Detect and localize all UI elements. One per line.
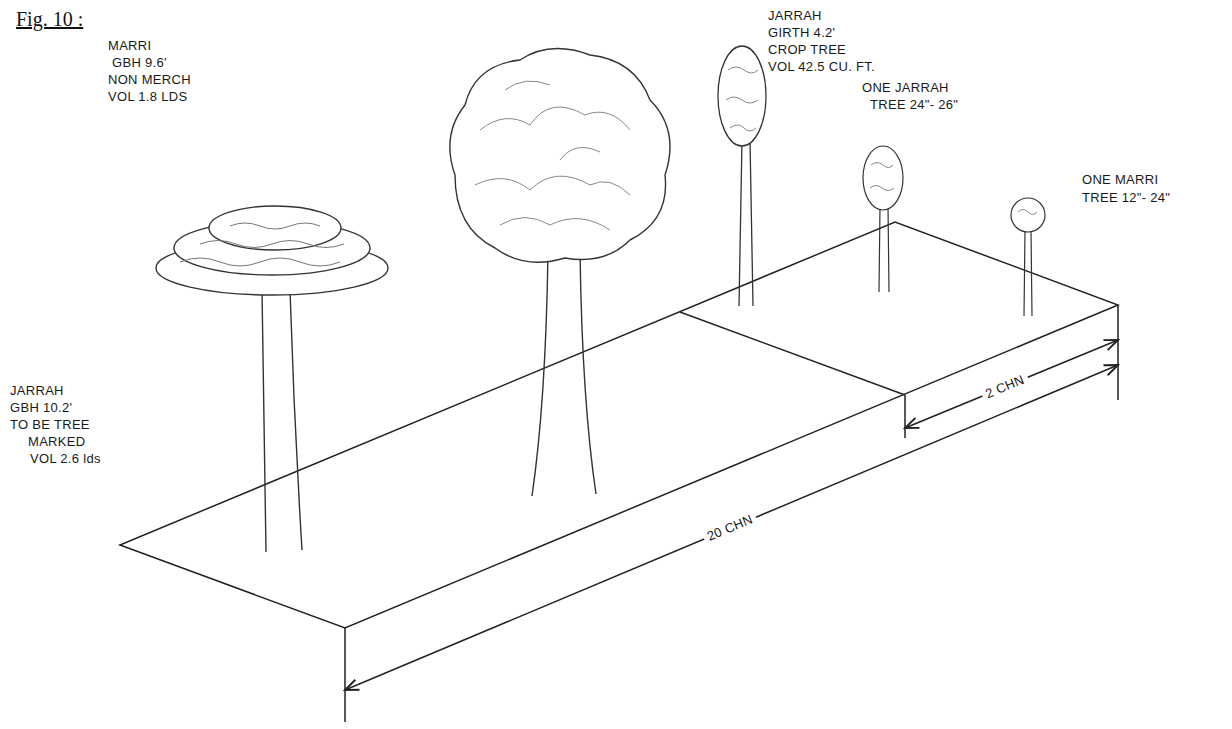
subplot-divider <box>680 312 905 395</box>
tree-annotation: VOL 42.5 CU. FT. <box>768 59 875 75</box>
extension-line <box>904 395 906 438</box>
plot-outline <box>120 222 1118 628</box>
tree-annotation: GBH 9.6' <box>112 55 167 71</box>
small-marri-tree <box>1011 198 1045 316</box>
plot-strip <box>120 222 1118 722</box>
tree-annotation: ONE JARRAH <box>862 80 949 96</box>
tree-annotation: NON MERCH <box>108 72 191 88</box>
figure-title: Fig. 10 : <box>16 8 83 31</box>
tree-annotation: ONE MARRI <box>1082 172 1158 188</box>
tree-annotation: VOL 1.8 LDS <box>108 89 187 105</box>
extension-line <box>344 628 346 722</box>
tree-annotation: JARRAH <box>10 383 64 399</box>
tree-annotation: GBH 10.2' <box>10 400 72 416</box>
tree-annotation: TREE 24"- 26" <box>870 97 958 113</box>
dimension-line <box>905 340 1118 428</box>
tree-annotation: VOL 2.6 lds <box>30 451 101 467</box>
extension-line <box>1117 305 1119 400</box>
marri-tree <box>450 49 670 496</box>
jarrah-tree-marked <box>156 206 388 552</box>
tree-annotation: GIRTH 4.2' <box>768 25 835 41</box>
small-jarrah-tree <box>863 146 903 292</box>
tree-annotation: CROP TREE <box>768 42 846 58</box>
dimension-line <box>345 365 1118 690</box>
tree-annotation: TO BE TREE <box>10 417 90 433</box>
tree-annotation: MARKED <box>28 434 85 450</box>
jarrah-crop-tree <box>718 46 766 306</box>
dimension-label: 2 CHN <box>980 370 1031 403</box>
tree-annotation: JARRAH <box>768 8 822 24</box>
dimension-label: 20 CHN <box>701 510 759 546</box>
tree-annotation: TREE 12"- 24" <box>1082 190 1170 206</box>
tree-annotation: MARRI <box>108 38 151 54</box>
